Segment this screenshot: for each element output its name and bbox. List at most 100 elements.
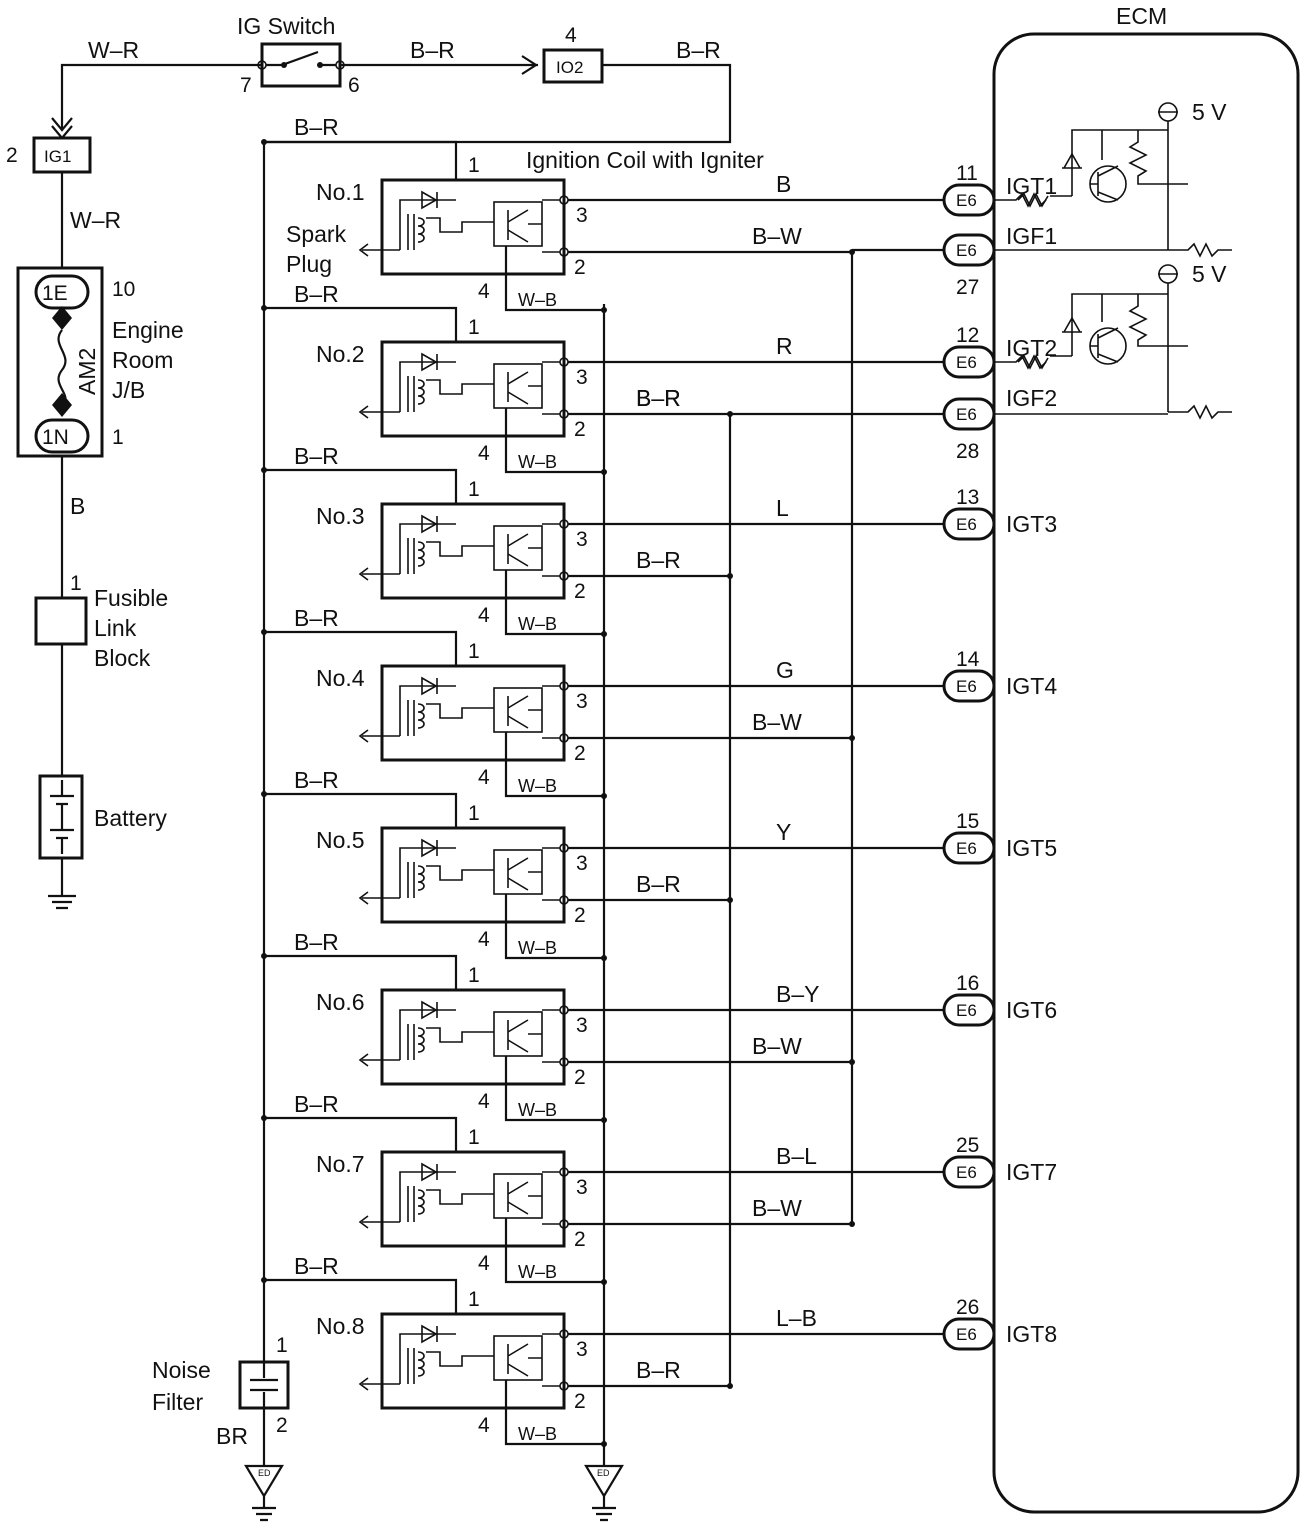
igf-wire: B–W bbox=[752, 1033, 802, 1059]
coil-pin-3: 3 bbox=[576, 852, 588, 875]
coil-name: No.8 bbox=[316, 1313, 365, 1339]
igf1-label: IGF1 bbox=[1006, 223, 1057, 249]
coil-name: No.3 bbox=[316, 503, 365, 529]
ig-switch-title: IG Switch bbox=[237, 13, 335, 39]
noise-filter-wire-br: BR bbox=[216, 1423, 248, 1449]
ecm-driver-2: 5 V bbox=[1017, 261, 1232, 420]
connector-e6: E6 bbox=[956, 515, 977, 534]
coil-pin-3: 3 bbox=[576, 528, 588, 551]
connector-e6: E6 bbox=[956, 353, 977, 372]
connector-e6: E6 bbox=[956, 1163, 977, 1182]
coil-pin-3: 3 bbox=[576, 366, 588, 389]
coil-pin-2: 2 bbox=[574, 904, 586, 927]
coil-box bbox=[380, 826, 566, 924]
jb-label-line1: Engine bbox=[112, 317, 184, 343]
igt-label: IGT4 bbox=[1006, 673, 1057, 699]
fusible-link-block bbox=[34, 596, 88, 646]
ecm-box bbox=[992, 32, 1300, 1514]
igt-pin-number: 11 bbox=[956, 162, 978, 185]
coil-box bbox=[380, 664, 566, 762]
coil-name: No.5 bbox=[316, 827, 365, 853]
ig-switch-pin-7: 7 bbox=[240, 74, 252, 97]
igt-label: IGT7 bbox=[1006, 1159, 1057, 1185]
coil-pin-4: 4 bbox=[478, 766, 490, 789]
jb-label-line2: Room bbox=[112, 347, 173, 373]
coil-box bbox=[380, 178, 566, 276]
noise-filter-line1: Noise bbox=[152, 1357, 211, 1383]
igt-label: IGT8 bbox=[1006, 1321, 1057, 1347]
igf1-pin: 27 bbox=[956, 276, 979, 299]
igt-label: IGT6 bbox=[1006, 997, 1057, 1023]
coil-name: No.6 bbox=[316, 989, 365, 1015]
jb-1n-label: 1N bbox=[42, 426, 69, 449]
ground-tag-left: ED bbox=[258, 1468, 271, 1478]
coil-pin-2: 2 bbox=[574, 580, 586, 603]
ig1-label: IG1 bbox=[44, 147, 71, 166]
coil-ground-wire: W–B bbox=[518, 1424, 557, 1444]
ignition-coil-title: Ignition Coil with Igniter bbox=[526, 147, 764, 173]
noise-filter-pin-2: 2 bbox=[276, 1414, 288, 1437]
connector-e6: E6 bbox=[956, 677, 977, 696]
jb-1e-label: 1E bbox=[42, 282, 68, 305]
connector-e6: E6 bbox=[956, 1001, 977, 1020]
coil-ground-wire: W–B bbox=[518, 1262, 557, 1282]
igt-label: IGT5 bbox=[1006, 835, 1057, 861]
igt-pin-number: 14 bbox=[956, 648, 980, 671]
coil-pin-4: 4 bbox=[478, 1252, 490, 1275]
jb-connector-1n bbox=[34, 418, 90, 454]
coil-pin-3: 3 bbox=[576, 1176, 588, 1199]
power-feed: W–R IG Switch 7 6 B–R IO2 4 B–R B–R IG1 … bbox=[6, 13, 732, 1362]
coil-ground-wire: W–B bbox=[518, 290, 557, 310]
coil-ground-wire: W–B bbox=[518, 938, 557, 958]
coil-ground-wire: W–B bbox=[518, 452, 557, 472]
ground-tag-right: ED bbox=[597, 1468, 610, 1478]
igt-label: IGT3 bbox=[1006, 511, 1057, 537]
igf-wire: B–W bbox=[752, 1195, 802, 1221]
wire-wr-top: W–R bbox=[88, 37, 139, 63]
igt-pin-number: 13 bbox=[956, 486, 979, 509]
noise-filter: 1 2 Noise Filter BR ED bbox=[152, 1334, 290, 1522]
coil-pin-3: 3 bbox=[576, 1014, 588, 1037]
igf-local-wire: B–R bbox=[636, 385, 681, 411]
igf-wire: B–R bbox=[636, 385, 681, 411]
coil-name: No.1 bbox=[316, 179, 365, 205]
ig-switch-pin-6: 6 bbox=[348, 74, 360, 97]
fusible-label-line3: Block bbox=[94, 645, 151, 671]
wire-b: B bbox=[70, 493, 85, 519]
coil-pin-4: 4 bbox=[478, 928, 490, 951]
igf-wire: B–R bbox=[636, 547, 681, 573]
igt-wire: B–Y bbox=[776, 981, 819, 1007]
igf2-pin: 28 bbox=[956, 440, 979, 463]
ig1-pin: 2 bbox=[6, 144, 18, 167]
vref-1: 5 V bbox=[1192, 99, 1227, 125]
battery-label: Battery bbox=[94, 805, 167, 831]
coil-pin-4: 4 bbox=[478, 442, 490, 465]
igf-wire: B–R bbox=[636, 871, 681, 897]
coil-box bbox=[380, 988, 566, 1086]
noise-filter-pin-1: 1 bbox=[276, 1334, 288, 1357]
coil-name: No.4 bbox=[316, 665, 365, 691]
connector-e6: E6 bbox=[956, 1325, 977, 1344]
igt-pin-number: 26 bbox=[956, 1296, 979, 1319]
coil-pin-2: 2 bbox=[574, 1066, 586, 1089]
coil-bus-wire: B–R bbox=[294, 929, 339, 955]
coil-pin-2: 2 bbox=[574, 256, 586, 279]
fuse-am2: AM2 bbox=[74, 348, 100, 395]
ecm-connector-igf: E6 bbox=[942, 397, 1168, 431]
wire-br-io2-out: B–R bbox=[676, 37, 721, 63]
coil-pin-4: 4 bbox=[478, 1090, 490, 1113]
